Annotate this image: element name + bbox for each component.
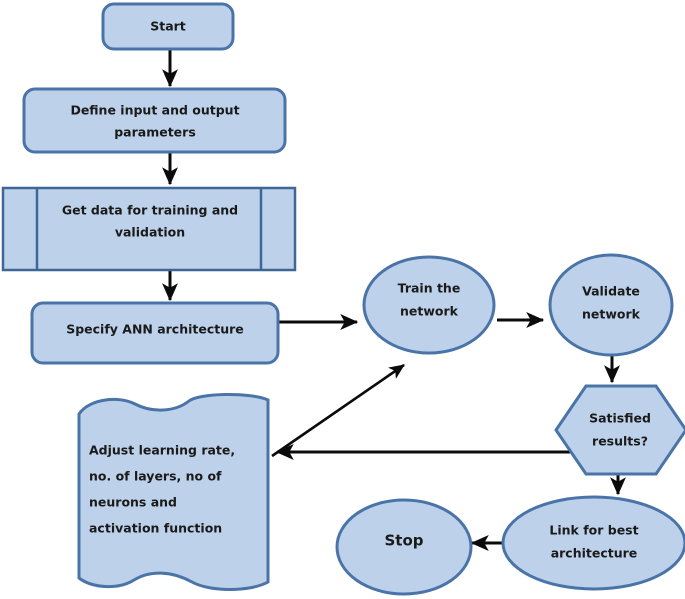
adjust-params-label-line-4: activation function bbox=[89, 521, 222, 536]
get-data-label-line-2: validation bbox=[115, 225, 185, 240]
node-stop[interactable]: Stop bbox=[335, 498, 473, 596]
node-specify-ann[interactable]: Specify ANN architecture bbox=[30, 301, 280, 365]
edges-layer bbox=[162, 47, 626, 551]
node-start[interactable]: Start bbox=[101, 2, 235, 51]
get-data-shape bbox=[1, 186, 297, 272]
validate-network-label-line-1: Validate bbox=[582, 284, 640, 299]
get-data-label-line-1: Get data for training and bbox=[62, 203, 238, 218]
satisfied-results-label-line-2: results? bbox=[592, 434, 648, 449]
node-link-best-architecture[interactable]: Link for best architecture bbox=[501, 495, 685, 591]
specify-ann-shape bbox=[30, 301, 280, 365]
node-define-params[interactable]: Define input and output parameters bbox=[22, 87, 287, 154]
edge-adjust-to-train bbox=[271, 363, 405, 458]
node-get-data[interactable]: Get data for training and validation bbox=[1, 186, 297, 272]
start-label-line-1: Start bbox=[150, 19, 186, 34]
adjust-params-shape bbox=[77, 393, 270, 591]
define-params-label-line-1: Define input and output bbox=[70, 103, 239, 118]
satisfied-results-shape bbox=[554, 384, 685, 476]
stop-label-line-1: Stop bbox=[384, 532, 423, 550]
adjust-params-label-line-1: Adjust learning rate, bbox=[89, 443, 235, 458]
start-shape bbox=[101, 2, 235, 51]
train-network-label-line-1: Train the bbox=[398, 281, 461, 296]
train-network-label-line-2: network bbox=[400, 304, 459, 319]
specify-ann-label-line-1: Specify ANN architecture bbox=[66, 322, 244, 337]
node-validate-network[interactable]: Validate network bbox=[548, 253, 674, 357]
validate-network-shape bbox=[548, 253, 674, 357]
define-params-shape bbox=[22, 87, 287, 154]
link-best-architecture-label-line-1: Link for best bbox=[549, 523, 638, 538]
train-network-shape bbox=[362, 255, 496, 355]
node-satisfied-results[interactable]: Satisfied results? bbox=[554, 384, 685, 476]
validate-network-label-line-2: network bbox=[582, 307, 641, 322]
stop-shape bbox=[335, 498, 473, 596]
adjust-params-label-line-3: neurons and bbox=[89, 495, 177, 510]
satisfied-results-label-line-1: Satisfied bbox=[589, 411, 651, 426]
adjust-params-label-line-2: no. of layers, no of bbox=[89, 469, 222, 484]
link-best-architecture-shape bbox=[501, 495, 685, 591]
link-best-architecture-label-line-2: architecture bbox=[551, 546, 638, 561]
node-adjust-params[interactable]: Adjust learning rate, no. of layers, no … bbox=[77, 393, 270, 591]
define-params-label-line-2: parameters bbox=[114, 125, 196, 140]
node-train-network[interactable]: Train the network bbox=[362, 255, 496, 355]
